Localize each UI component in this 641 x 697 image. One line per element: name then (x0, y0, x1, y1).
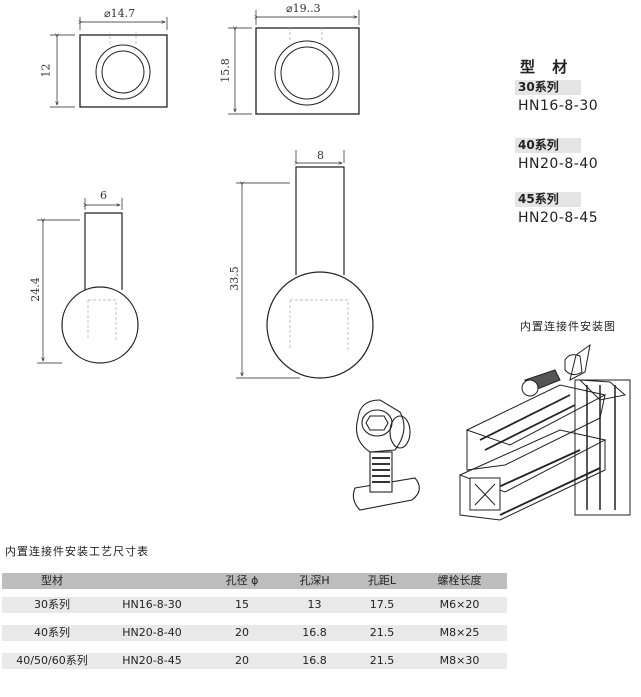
table-cell: 13 (307, 598, 322, 611)
table-cell: 15 (235, 598, 249, 611)
series-label: 40系列 (515, 138, 581, 153)
nut-side-view-small (37, 198, 139, 364)
header-cell: 孔深H (299, 574, 330, 587)
header-cell: 孔径 ϕ (225, 574, 259, 587)
table-cell: 20 (235, 626, 249, 639)
dimension-label: ⌀14.7 (104, 7, 136, 20)
series-label: 45系列 (515, 192, 581, 207)
profile-assembly-illustration (458, 343, 631, 521)
dimension-label: 24.4 (28, 277, 42, 302)
table-cell: 17.5 (369, 598, 395, 611)
table-cell: 16.8 (302, 626, 327, 639)
table-cell: 30系列 (34, 598, 70, 611)
table-cell: HN20-8-40 (122, 626, 182, 639)
nut-top-view-large (228, 10, 360, 115)
table-cell: 20 (235, 654, 249, 667)
table-cell: HN16-8-30 (122, 598, 182, 611)
model-label: HN20-8-40 (518, 156, 599, 172)
dimension-label: 12 (39, 63, 53, 78)
header-cell: 螺栓长度 (437, 574, 482, 587)
table-cell: 40/50/60系列 (16, 654, 88, 667)
nut-top-view-small (50, 17, 168, 108)
header-cell: 型材 (41, 574, 63, 587)
table-cell: M6×20 (439, 598, 480, 611)
install-caption: 内置连接件安装图 (520, 320, 616, 333)
table-cell: 21.5 (369, 654, 395, 667)
table-row: 40系列 HN20-8-40 20 16.8 21.5 M8×25 (2, 625, 507, 641)
table-cell: 16.8 (302, 654, 327, 667)
series-label: 30系列 (515, 80, 581, 95)
nut-side-view-large (236, 150, 374, 379)
table-cell: 21.5 (369, 626, 395, 639)
table-cell: HN20-8-45 (122, 654, 182, 667)
dimension-label: ⌀19..3 (286, 2, 321, 15)
table-row: 30系列 HN16-8-30 15 13 17.5 M6×20 (2, 597, 507, 613)
dimension-label: 15.8 (218, 58, 232, 83)
header-cell: 孔距L (367, 574, 397, 587)
table-header: 型材 孔径 ϕ 孔深H 孔距L 螺栓长度 (2, 573, 507, 589)
model-label: HN16-8-30 (518, 98, 599, 114)
dimension-label: 8 (317, 149, 324, 162)
table-row: 40/50/60系列 HN20-8-45 20 16.8 21.5 M8×30 (2, 653, 507, 669)
table-cell: M8×25 (439, 626, 480, 639)
table-cell: 40系列 (34, 626, 70, 639)
dimension-label: 33.5 (227, 266, 241, 291)
table-cell: M8×30 (439, 654, 480, 667)
connector-illustration (352, 399, 420, 511)
model-label: HN20-8-45 (518, 210, 599, 226)
table-title: 内置连接件安装工艺尺寸表 (5, 545, 149, 558)
dimension-label: 6 (100, 189, 107, 202)
profiles-title: 型 材 (520, 58, 574, 76)
